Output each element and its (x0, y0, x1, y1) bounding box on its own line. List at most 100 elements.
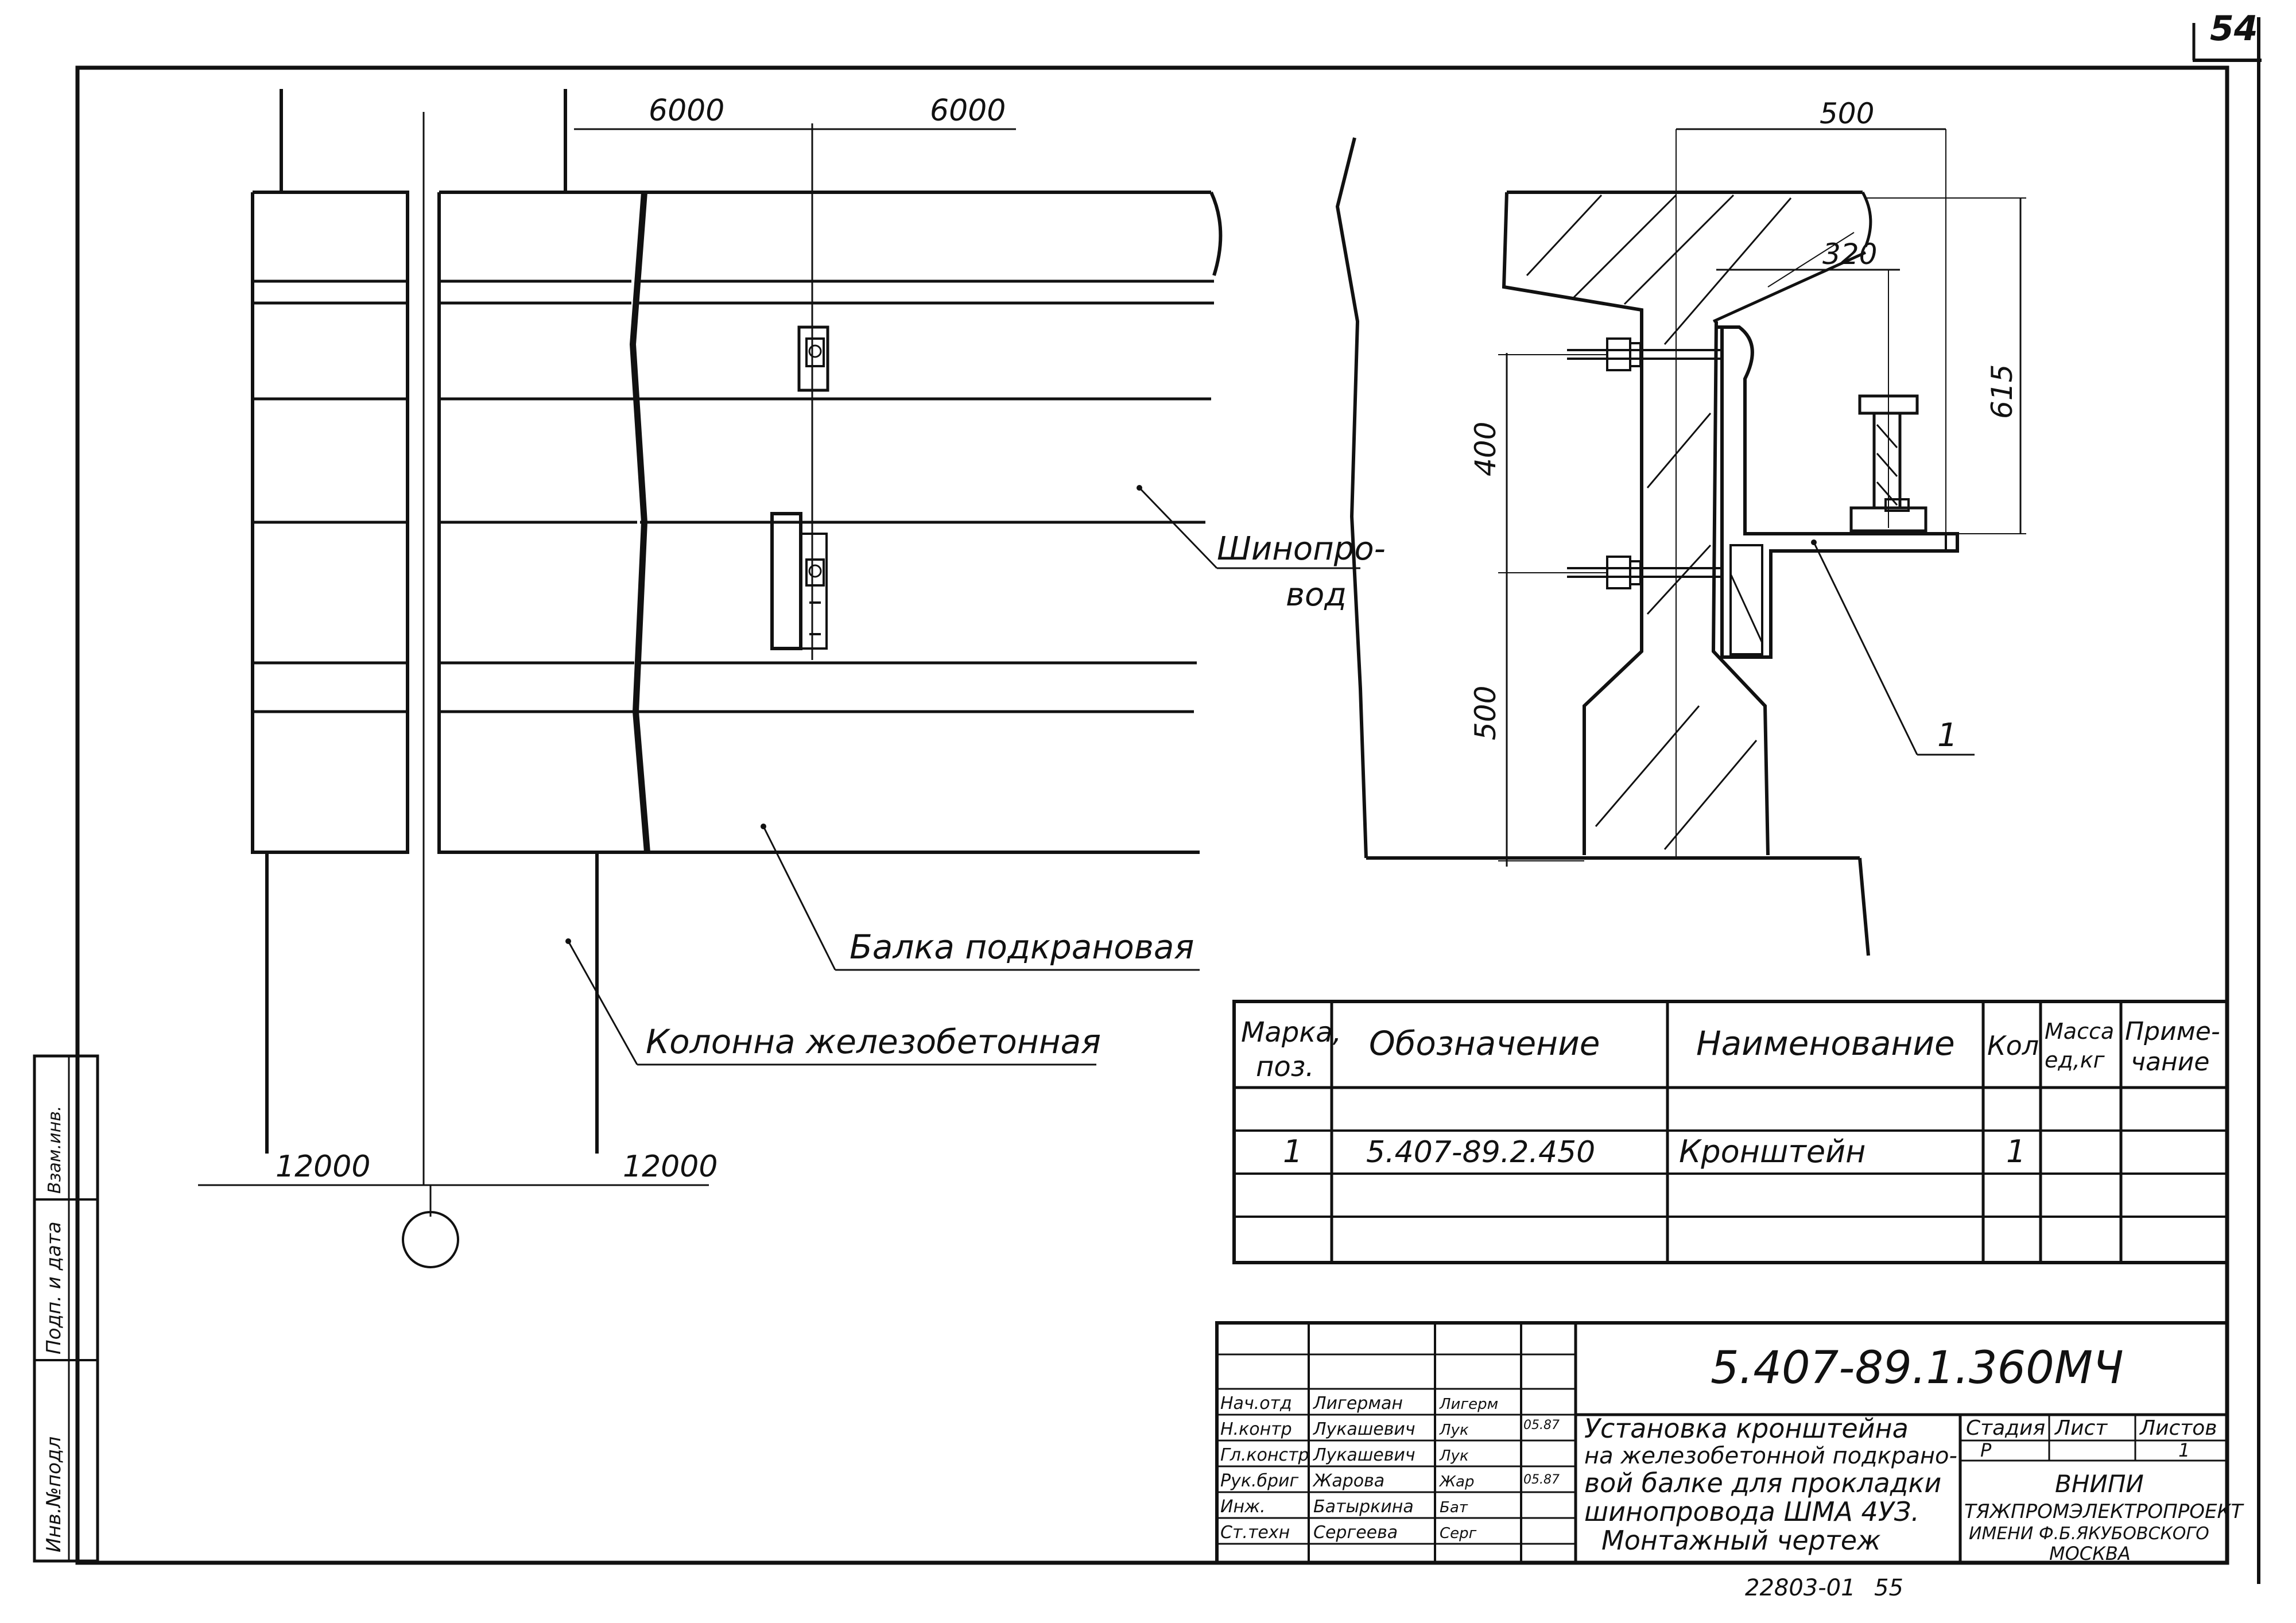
spec-row: 1 5.407-89.2.450 Кронштейн 1 (1283, 1133, 2026, 1170)
svg-text:Монтажный чертеж: Монтажный чертеж (1601, 1525, 1881, 1556)
svg-text:Инж.: Инж. (1220, 1497, 1266, 1517)
column-top (280, 89, 567, 192)
drawing-title: Установка кронштейна на железобетонной п… (1584, 1413, 1957, 1556)
label-crane-beam: Балка подкрановая (761, 824, 1200, 971)
svg-text:ВНИПИ: ВНИПИ (2055, 1470, 2144, 1498)
hdr-mark-1: Марка, (1241, 1016, 1341, 1049)
anchor-bolt-upper (1567, 337, 1722, 371)
row-name: Кронштейн (1679, 1133, 1865, 1170)
label-column-text: Колонна железобетонная (646, 1022, 1101, 1061)
svg-text:Сергеева: Сергеева (1313, 1523, 1398, 1543)
hdr-mark-2: поз. (1256, 1051, 1314, 1083)
hdr-mass-1: Масса (2045, 1019, 2114, 1044)
svg-text:Лук: Лук (1439, 1422, 1469, 1439)
label-column: Колонна железобетонная (565, 938, 1101, 1066)
bracket-plan-lower (770, 512, 828, 650)
hdr-note-2: чание (2131, 1047, 2209, 1077)
svg-text:шинопровода ШМА 4УЗ.: шинопровода ШМА 4УЗ. (1584, 1496, 1919, 1527)
svg-text:Бат: Бат (1440, 1499, 1468, 1516)
hdr-designation: Обозначение (1369, 1024, 1600, 1063)
column-bottom (265, 852, 599, 1154)
axis-marker-circle (402, 1211, 459, 1268)
crane-beam-section (1502, 191, 1872, 856)
svg-text:Серг: Серг (1440, 1525, 1477, 1542)
section-floor-right (1858, 857, 1870, 956)
stamp-sign-date: Подп. и дата (42, 1221, 65, 1354)
svg-text:Лигерман: Лигерман (1313, 1393, 1403, 1414)
section-dim-615: 615 (1865, 197, 2026, 534)
dim-height-right: 615 (1985, 364, 2019, 419)
crane-beam-segment-left (251, 191, 409, 854)
plan-bottom-dimension: 12000 12000 (198, 1150, 718, 1186)
dim-top-right: 6000 (930, 94, 1006, 128)
archive-number: 22803-01 (1745, 1575, 1856, 1601)
svg-text:Рук.бриг: Рук.бриг (1220, 1471, 1299, 1491)
specification-table: Марка, поз. Обозначение Наименование Кол… (1232, 1000, 2229, 1264)
svg-text:Н.контр: Н.контр (1220, 1419, 1292, 1439)
callout-bracket: 1 (1811, 539, 1975, 756)
section-wall-edge (1335, 137, 1368, 859)
svg-text:Ст.техн: Ст.техн (1220, 1523, 1290, 1543)
svg-text:Лукашевич: Лукашевич (1313, 1445, 1415, 1465)
signature-row: Гл.констр Лукашевич Лук (1220, 1445, 1469, 1465)
dim-left-lower: 500 (1469, 686, 1502, 740)
label-crane-beam-text: Балка подкрановая (850, 927, 1194, 966)
svg-text:Гл.констр: Гл.констр (1220, 1445, 1309, 1465)
svg-text:Жар: Жар (1438, 1473, 1474, 1490)
hdr-note-1: Приме- (2125, 1017, 2220, 1046)
row-qty: 1 (2006, 1133, 2026, 1170)
stage-header: Стадия (1966, 1416, 2045, 1440)
svg-text:ТЯЖПРОМЭЛЕКТРОПРОЕКТ: ТЯЖПРОМЭЛЕКТРОПРОЕКТ (1964, 1500, 2244, 1523)
svg-text:05.87: 05.87 (1523, 1418, 1560, 1432)
svg-text:МОСКВА: МОСКВА (2049, 1543, 2131, 1564)
svg-text:Лигерм: Лигерм (1439, 1396, 1498, 1413)
signature-row: Нач.отд Лигерман Лигерм (1220, 1393, 1498, 1414)
hdr-qty: Кол (1987, 1030, 2039, 1061)
svg-text:ИМЕНИ Ф.Б.ЯКУБОВСКОГО: ИМЕНИ Ф.Б.ЯКУБОВСКОГО (1969, 1524, 2209, 1544)
dim-bottom-left: 12000 (276, 1150, 370, 1184)
sheets-header: Листов (2139, 1416, 2217, 1440)
left-margin-stamps: Инв.№подл Подп. и дата Взам.инв. (33, 1054, 99, 1563)
label-busway-line2: вод (1286, 576, 1347, 614)
stamp-replace-inv: Взам.инв. (45, 1106, 65, 1194)
sheet-frame (75, 65, 2229, 1565)
dim-top-left: 6000 (649, 94, 724, 128)
signature-row: Ст.техн Сергеева Серг (1220, 1523, 1477, 1543)
svg-text:Жарова: Жарова (1312, 1471, 1384, 1491)
hdr-name: Наименование (1696, 1024, 1955, 1063)
svg-text:Установка кронштейна: Установка кронштейна (1584, 1413, 1909, 1444)
crane-beam-segment-right (631, 191, 1223, 854)
section-view: 500 320 615 400 500 1 (1335, 97, 2026, 956)
section-dim-left: 400 500 (1469, 353, 1607, 867)
dim-left-upper: 400 (1469, 422, 1502, 476)
organisation: ВНИПИ ТЯЖПРОМЭЛЕКТРОПРОЕКТ ИМЕНИ Ф.Б.ЯКУ… (1964, 1470, 2244, 1564)
sheets-value: 1 (2178, 1439, 2190, 1461)
section-dim-320: 320 (1716, 232, 1900, 528)
svg-text:Лукашевич: Лукашевич (1313, 1419, 1415, 1439)
svg-text:на железобетонной подкрано-: на железобетонной подкрано- (1584, 1443, 1957, 1469)
callout-number: 1 (1937, 717, 1958, 754)
svg-text:вой балке для прокладки: вой балке для прокладки (1584, 1467, 1941, 1498)
hdr-mass-2: ед,кг (2045, 1047, 2105, 1073)
bracket-plan-upper (797, 325, 829, 392)
svg-text:Батыркина: Батыркина (1313, 1497, 1414, 1517)
dim-width-top: 500 (1820, 97, 1874, 130)
dim-bottom-right: 12000 (623, 1150, 718, 1184)
row-designation: 5.407-89.2.450 (1366, 1135, 1595, 1170)
label-busway-line1: Шинопро- (1217, 530, 1386, 568)
signature-row: Рук.бриг Жарова Жар 05.87 (1220, 1471, 1560, 1491)
dim-bracket: 320 (1822, 238, 1877, 271)
signature-row: Н.контр Лукашевич Лук 05.87 (1220, 1418, 1560, 1439)
svg-text:Лук: Лук (1439, 1447, 1469, 1465)
section-dim-500-top: 500 (1676, 97, 1946, 551)
label-busway: Шинопро- вод (1137, 485, 1386, 614)
stage-value: Р (1980, 1439, 1992, 1461)
svg-text:Нач.отд: Нач.отд (1220, 1393, 1292, 1414)
signature-row: Инж. Батыркина Бат (1220, 1497, 1468, 1517)
plan-view: 6000 6000 12000 12000 Шинопро- вод Балка… (198, 89, 1386, 1268)
crane-beam-segment-middle (437, 191, 648, 854)
plan-top-dimension: 6000 6000 (574, 94, 1016, 130)
page-number: 55 (1874, 1575, 1903, 1601)
svg-text:05.87: 05.87 (1523, 1473, 1560, 1487)
